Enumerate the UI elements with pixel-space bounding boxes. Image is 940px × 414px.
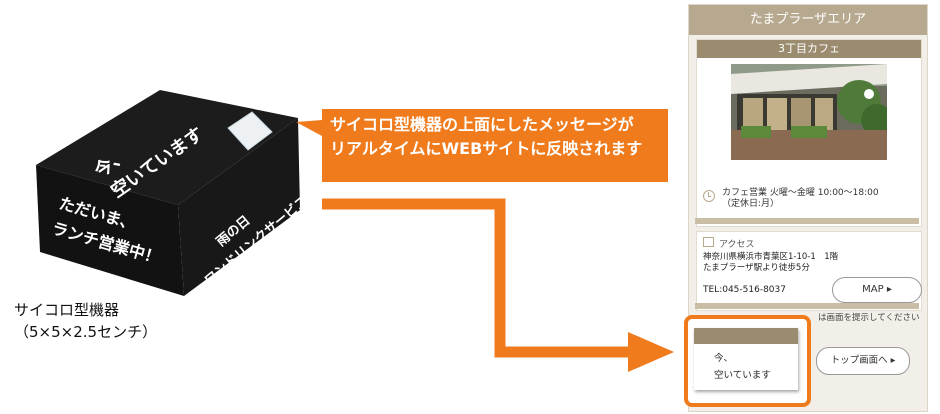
dice-top-face bbox=[36, 90, 298, 205]
dice-sticker bbox=[227, 111, 273, 151]
access-card: アクセス 神奈川県横浜市青葉区1-10-1 1階 たまプラーザ駅より徒歩5分 T… bbox=[696, 231, 922, 311]
separator-bar bbox=[695, 218, 919, 224]
device-caption: サイコロ型機器 （5×5×2.5センチ） bbox=[14, 301, 158, 341]
message-card-header bbox=[694, 328, 798, 344]
access-label: アクセス bbox=[719, 240, 755, 250]
telephone: TEL:045-516-8037 bbox=[703, 285, 786, 295]
message-text: 今、 空いています bbox=[714, 353, 771, 381]
cafe-photo bbox=[731, 64, 887, 160]
arrow-head bbox=[628, 332, 674, 372]
area-header: たまプラーザエリア bbox=[689, 5, 927, 35]
message-card: 今、 空いています bbox=[694, 328, 798, 390]
dice-side-face bbox=[178, 118, 300, 296]
address: 神奈川県横浜市青葉区1-10-1 1階 たまプラーザ駅より徒歩5分 bbox=[703, 252, 839, 273]
clock-icon bbox=[703, 190, 715, 202]
notice-text: は画面を提示してください bbox=[818, 313, 920, 323]
callout-text: サイコロ型機器の上面にしたメッセージが リアルタイムにWEBサイトに反映されます bbox=[330, 115, 643, 158]
cafe-name: 3丁目カフェ bbox=[697, 40, 921, 58]
cafe-card: 3丁目カフェ カフェ営業 火曜～金曜 10:00～18:00 （定休日:月） bbox=[696, 39, 922, 227]
top-page-button[interactable]: トップ画面へ ▸ bbox=[816, 347, 910, 375]
callout-box bbox=[296, 109, 668, 182]
arrow-line bbox=[322, 198, 630, 358]
map-button[interactable]: MAP ▸ bbox=[832, 277, 922, 303]
separator-bar bbox=[695, 303, 919, 309]
dice-front-face bbox=[36, 165, 184, 296]
building-icon bbox=[703, 237, 714, 247]
business-hours: カフェ営業 火曜～金曜 10:00～18:00 （定休日:月） bbox=[722, 188, 879, 209]
